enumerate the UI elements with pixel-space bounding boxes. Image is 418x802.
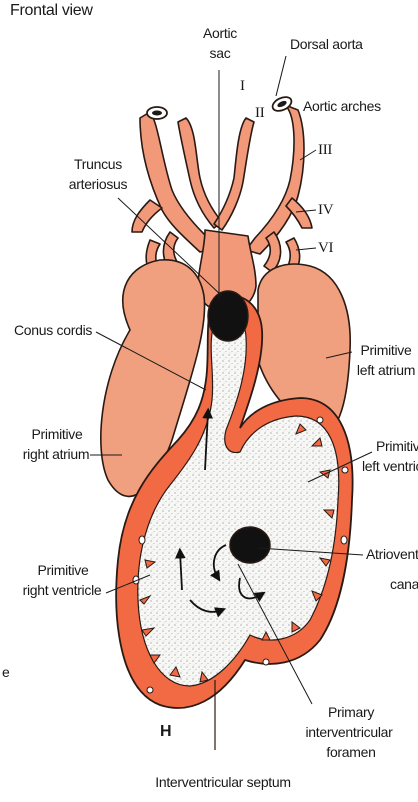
foramen-label-1: Primary — [296, 704, 406, 721]
av-canal-opening — [230, 527, 270, 563]
stray-letter: e — [2, 664, 10, 681]
interventricular-septum-label: Interventricular septum — [148, 774, 298, 791]
right-ventricle-label-2: right ventricle — [10, 582, 114, 599]
foramen-label-2: interventricular — [290, 724, 408, 741]
arch-iii-label: III — [318, 142, 332, 159]
view-title: Frontal view — [10, 2, 93, 19]
aortic-sac-label-2: sac — [199, 45, 241, 62]
truncus-opening — [208, 291, 248, 341]
conus-cordis-label: Conus cordis — [14, 322, 92, 339]
truncus-arteriosus-label-2: arteriosus — [58, 176, 138, 193]
foramen-label-3: foramen — [296, 744, 406, 761]
right-atrium-label-1: Primitive — [22, 426, 92, 443]
aortic-arches-label: Aortic arches — [303, 98, 381, 115]
vessel-openings — [147, 94, 294, 119]
right-atrium-label-2: right atrium — [18, 446, 94, 463]
left-ventricle-label-2: left ventricle — [362, 458, 418, 475]
left-ventricle-label-1: Primitive — [376, 438, 418, 455]
dorsal-aorta-label: Dorsal aorta — [290, 36, 363, 53]
arch-vi-label: VI — [318, 240, 333, 257]
arch-i-label: I — [240, 78, 245, 95]
right-ventricle-label-1: Primitive — [14, 562, 112, 579]
arch-ii-label: II — [255, 105, 264, 122]
arch-iv-label: IV — [318, 202, 333, 219]
left-atrium-label-2: left atrium — [354, 362, 418, 379]
aortic-sac-label-1: Aortic — [199, 25, 241, 42]
av-canal-label-1: Atrioventricular — [366, 546, 418, 563]
truncus-arteriosus-label-1: Truncus — [58, 156, 138, 173]
left-atrium-label-1: Primitive — [354, 342, 418, 359]
av-canal-label-2: canal — [390, 576, 418, 593]
panel-letter: H — [160, 723, 171, 740]
